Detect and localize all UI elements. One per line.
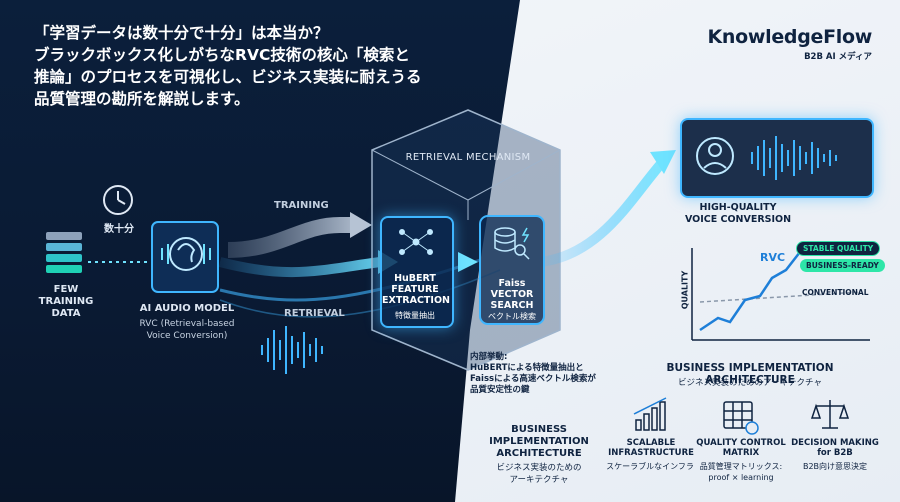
database-search-icon [494, 227, 530, 260]
biz-arch-title-left: BUSINESS IMPLEMENTATION ARCHITECTURE [489, 424, 589, 459]
hubert-subtitle: 特徴量抽出 [395, 311, 435, 320]
brand-tagline: B2B AI メディア [804, 52, 872, 62]
training-arrow-head [350, 212, 372, 238]
biz-arch-title-right: BUSINESS IMPLEMENTATION ARCHITECTURE [666, 362, 834, 386]
stable-quality-chip: STABLE QUALITY [796, 241, 881, 256]
hubert-box [380, 216, 454, 328]
few-training-data-label: FEW TRAINING DATA [38, 284, 94, 319]
pillar-decision-title: DECISION MAKING for B2B [791, 438, 879, 458]
faiss-box [479, 215, 545, 325]
output-arrow [539, 161, 664, 267]
training-arrow [227, 217, 350, 258]
headline-line-3: 推論」のプロセスを可視化し、ビジネス実装に耐えうる [34, 68, 422, 86]
mechanism-note: 内部挙動: HuBERTによる特徴量抽出と Faissによる高速ベクトル検索が … [470, 352, 596, 395]
clock-icon [103, 185, 133, 215]
pillar-decision-subtitle: B2B向け意思決定 [802, 462, 868, 471]
pillar-scalable-subtitle: スケーラブルなインフラ [606, 462, 694, 471]
brand-name: KnowledgeFlow [707, 26, 872, 48]
retrieval-label: RETRIEVAL [284, 308, 345, 319]
brand-logo: KnowledgeFlow B2B AI メディア [707, 26, 872, 62]
biz-arch-subtitle-left: ビジネス実装のための アーキテクチャ [496, 463, 582, 485]
quality-axis-label: QUALITY [680, 270, 690, 310]
mechanism-title: RETRIEVAL MECHANISM [405, 152, 531, 163]
scale-icon [810, 400, 850, 429]
pillar-quality-subtitle: 品質管理マトリックス: proof × learning [699, 462, 783, 482]
headline: 「学習データは数十分で十分」は本当か？ ブラックボックス化しがちなRVC技術の核… [34, 22, 454, 110]
bar-chart-icon [633, 397, 667, 431]
clock-label: 数十分 [104, 224, 134, 235]
conventional-label: CONVENTIONAL [802, 288, 869, 297]
hubert-title: HuBERT FEATURE EXTRACTION [382, 273, 450, 306]
pillar-quality-title: QUALITY CONTROL MATRIX [696, 438, 786, 458]
ai-model-title: AI AUDIO MODEL [139, 303, 235, 314]
retrieval-arrow [218, 257, 381, 278]
voice-conversion-label: HIGH-QUALITY VOICE CONVERSION [684, 202, 792, 225]
matrix-icon [723, 401, 759, 435]
headline-line-4: 品質管理の勘所を解説します。 [34, 90, 250, 108]
rvc-series-label: RVC [760, 251, 786, 264]
ai-model-box [151, 221, 219, 293]
faiss-subtitle: ベクトル検索 [488, 312, 536, 321]
waveform-bottom [261, 326, 323, 374]
ai-model-subtitle: RVC (Retrieval-based Voice Conversion) [139, 319, 235, 341]
data-stack-icon [46, 232, 82, 273]
training-label: TRAINING [274, 200, 329, 211]
faiss-title: Faiss VECTOR SEARCH [490, 278, 534, 311]
headline-line-2: ブラックボックス化しがちなRVC技術の核心「検索と [34, 46, 410, 64]
business-ready-chip: BUSINESS-READY [800, 259, 885, 272]
quality-chart [691, 244, 870, 341]
pillar-scalable-title: SCALABLE INFRASTRUCTURE [608, 438, 694, 458]
headline-line-1: 「学習データは数十分で十分」は本当か？ [34, 24, 329, 42]
biz-arch-subtitle-right: ビジネス実装のためのアーキテクチャ [678, 378, 822, 388]
